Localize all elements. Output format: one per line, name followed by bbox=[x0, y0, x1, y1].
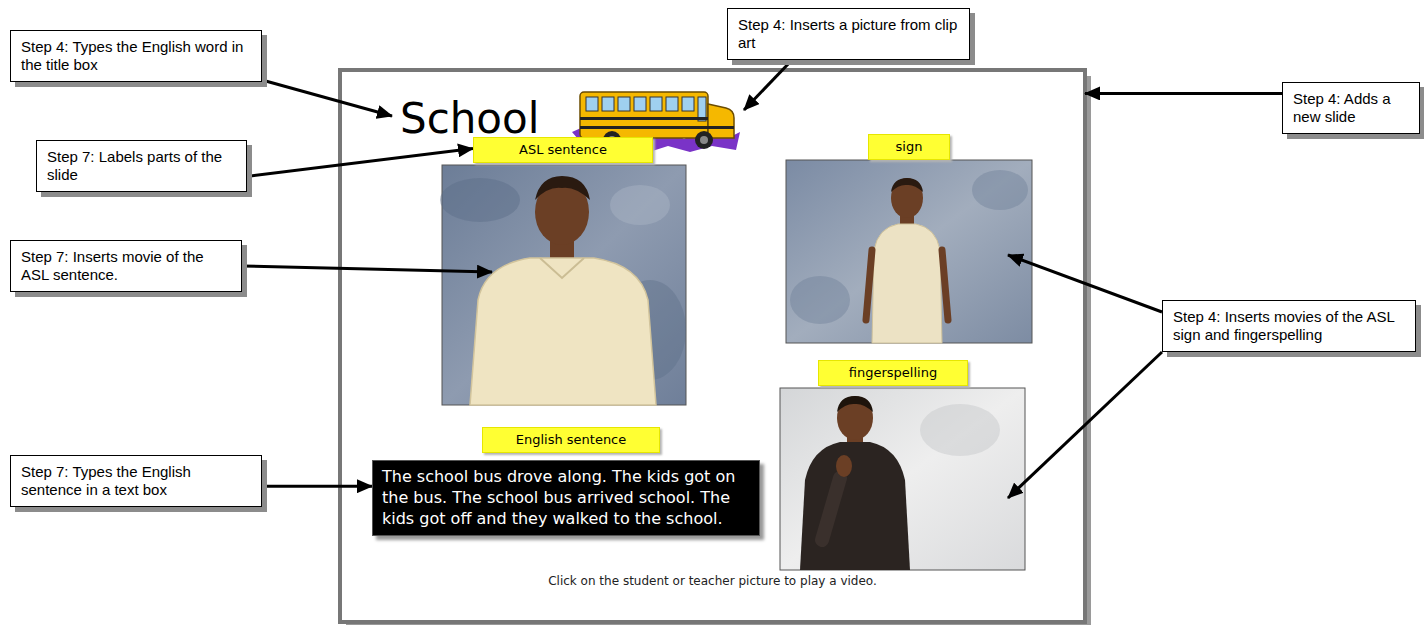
leader-line bbox=[1008, 352, 1162, 498]
step-callout: Step 7: Labels parts of the slide bbox=[36, 140, 247, 192]
label-text: sign bbox=[873, 139, 945, 155]
callout-text: Step 4: Adds a new slide bbox=[1293, 90, 1409, 126]
callout-arrow bbox=[247, 149, 473, 177]
leader-line bbox=[1008, 255, 1162, 312]
leader-lines bbox=[242, 60, 1162, 498]
step-callout: Step 4: Adds a new slide bbox=[1282, 82, 1420, 134]
step-callout: Step 4: Types the English word in the ti… bbox=[10, 30, 262, 82]
step-callout: Step 4: Inserts a picture from clip art bbox=[727, 8, 970, 60]
asl-sentence-video bbox=[440, 165, 686, 405]
text-slot: School bbox=[400, 96, 539, 142]
callout-arrow bbox=[1085, 92, 1282, 95]
slide-label: sign bbox=[868, 134, 950, 160]
leader-line bbox=[262, 80, 392, 116]
step-callout: Step 7: Inserts movie of the ASL sentenc… bbox=[10, 240, 242, 292]
step-callout: Step 4: Inserts movies of the ASL sign a… bbox=[1162, 300, 1416, 352]
slide-label: fingerspelling bbox=[818, 360, 968, 386]
slide-title: School bbox=[400, 96, 539, 142]
step-callout: Step 7: Types the English sentence in a … bbox=[10, 455, 262, 507]
callout-text: Step 4: Inserts movies of the ASL sign a… bbox=[1173, 308, 1405, 344]
slide-label: English sentence bbox=[482, 427, 660, 453]
callout-text: Step 4: Types the English word in the ti… bbox=[21, 38, 251, 74]
leader-line bbox=[744, 60, 792, 110]
sentence-text: The school bus drove along. The kids got… bbox=[382, 467, 750, 529]
callout-text: Step 7: Types the English sentence in a … bbox=[21, 463, 251, 499]
sign-video bbox=[786, 160, 1032, 343]
slide-label: ASL sentence bbox=[473, 137, 653, 163]
slide-frame: SchoolClick on the student or teacher pi… bbox=[340, 70, 1085, 622]
callout-arrow bbox=[262, 485, 372, 488]
fingerspelling-video bbox=[780, 388, 1025, 570]
label-text: ASL sentence bbox=[478, 142, 648, 158]
label-text: fingerspelling bbox=[823, 365, 963, 381]
text-slot: Click on the student or teacher picture … bbox=[340, 574, 1085, 588]
sentence-box: The school bus drove along. The kids got… bbox=[372, 460, 760, 536]
callout-text: Step 7: Labels parts of the slide bbox=[47, 148, 236, 184]
caption-text: Click on the student or teacher picture … bbox=[340, 574, 1085, 588]
leader-line bbox=[242, 266, 492, 272]
callout-text: Step 4: Inserts a picture from clip art bbox=[738, 16, 959, 52]
slide-border bbox=[340, 70, 1085, 622]
callout-text: Step 7: Inserts movie of the ASL sentenc… bbox=[21, 248, 231, 284]
label-text: English sentence bbox=[487, 432, 655, 448]
